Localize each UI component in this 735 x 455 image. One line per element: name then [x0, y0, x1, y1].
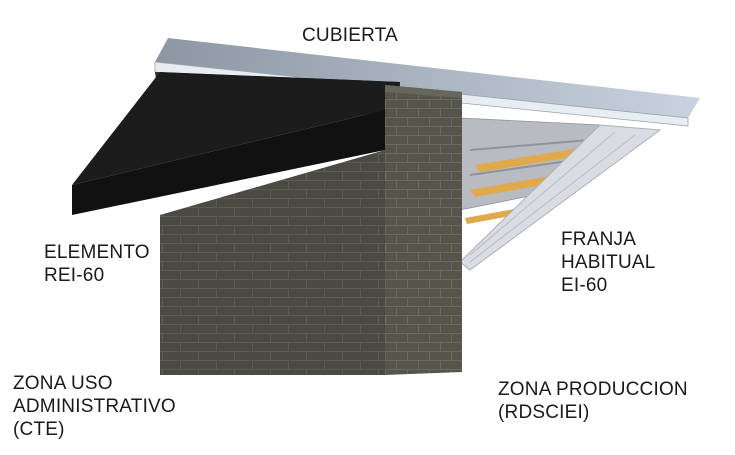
- panel-rib-2: [469, 134, 636, 263]
- roof-top-face: [155, 38, 700, 118]
- insulation-3: [465, 208, 522, 224]
- panel-rib-1: [469, 131, 616, 256]
- rei60-left: [72, 72, 400, 185]
- franja-ei60: [459, 117, 662, 271]
- block-wall-front: [160, 150, 385, 375]
- block-wall-side: [385, 85, 462, 375]
- beam-line-2: [469, 159, 576, 176]
- insulation-1: [475, 148, 585, 172]
- label-cubierta: CUBIERTA: [302, 25, 398, 46]
- sandwich-panel: [459, 124, 662, 271]
- label-zona-produccion: ZONA PRODUCCION (RDSCIEI): [498, 379, 688, 423]
- label-zona-uso-administrativo: ZONA USO ADMINISTRATIVO (CTE): [13, 373, 176, 440]
- label-elemento-rei60: ELEMENTO REI-60: [44, 242, 150, 286]
- block-wall-top-cap: [385, 85, 462, 98]
- block-wall: [160, 85, 462, 375]
- insulation-2: [470, 175, 560, 197]
- rei60-front: [72, 110, 385, 215]
- rei60-element: [72, 72, 400, 215]
- beam-line-1: [469, 139, 591, 151]
- label-franja-habitual-ei60: FRANJA HABITUAL EI-60: [561, 229, 656, 296]
